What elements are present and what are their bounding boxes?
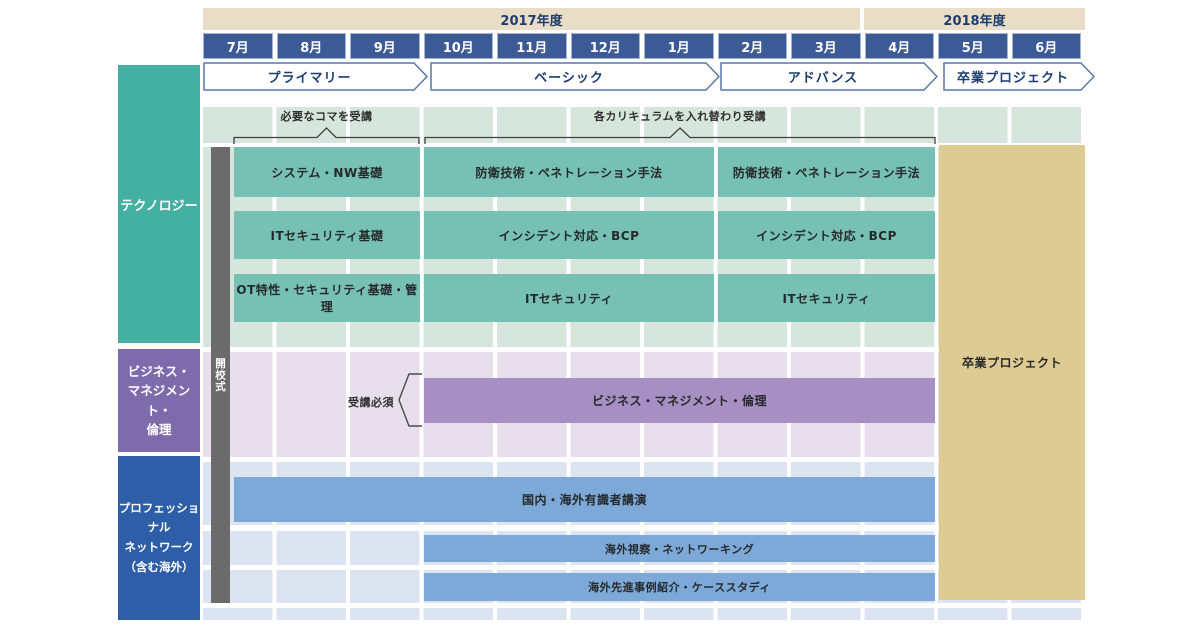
sidebar-technology: テクノロジー: [118, 65, 200, 343]
course-block: 海外先進事例紹介・ケーススタディ: [424, 573, 935, 601]
course-block: 防衛技術・ペネトレーション手法: [718, 147, 935, 197]
arrow-shape-icon: [203, 62, 428, 91]
course-block: 海外視察・ネットワーキング: [424, 535, 935, 562]
phase-label: ベーシック: [534, 71, 604, 86]
course-block: 防衛技術・ペネトレーション手法: [424, 147, 714, 197]
phase-label: プライマリー: [267, 71, 352, 86]
course-block: インシデント対応・BCP: [424, 211, 714, 259]
annotation-mandatory: 受講必須: [348, 396, 394, 409]
phase-arrow-graduation: 卒業プロジェクト: [943, 62, 1095, 91]
month-cell: 4月: [864, 33, 934, 59]
phase-arrow-primary: プライマリー: [203, 62, 428, 91]
annotation-required-slots: 必要なコマを受講: [280, 110, 373, 123]
phase-arrow-basic: ベーシック: [430, 62, 720, 91]
bracket-up-icon: [233, 127, 420, 144]
year-header-2017: 2017年度: [203, 8, 860, 30]
course-block: 国内・海外有識者講演: [234, 477, 935, 522]
course-block: ビジネス・マネジメント・倫理: [424, 378, 935, 423]
month-cell: 11月: [497, 33, 567, 59]
sidebar-business: ビジネス・ マネジメント・ 倫理: [118, 349, 200, 452]
course-block: ITセキュリティ基礎: [234, 211, 420, 259]
phase-arrow-advance: アドバンス: [720, 62, 938, 91]
month-cell: 3月: [791, 33, 861, 59]
month-cell: 9月: [350, 33, 420, 59]
arrow-shape-icon: [943, 62, 1095, 91]
curly-brace-icon: [398, 373, 422, 427]
opening-ceremony-bar: 開校式: [211, 147, 230, 603]
course-block: OT特性・セキュリティ基礎・管理: [234, 274, 420, 322]
course-block: ITセキュリティ: [424, 274, 714, 322]
course-block-label: 卒業プロジェクト: [961, 356, 1062, 370]
bracket-up-icon: [424, 127, 936, 144]
course-block: システム・NW基礎: [234, 147, 420, 197]
month-cell: 1月: [644, 33, 714, 59]
month-cell: 8月: [276, 33, 346, 59]
course-block-graduation-project: 卒業プロジェクト: [939, 145, 1085, 600]
opening-ceremony-label: 開校式: [214, 357, 226, 393]
month-cell: 7月: [203, 33, 273, 59]
annotation-rotation: 各カリキュラムを入れ替わり受講: [593, 110, 767, 123]
arrow-shape-icon: [720, 62, 938, 91]
section-bg-professional-row4: [203, 608, 1085, 620]
month-cell: 2月: [717, 33, 787, 59]
month-cell: 10月: [423, 33, 493, 59]
month-cell: 5月: [938, 33, 1008, 59]
course-block: インシデント対応・BCP: [718, 211, 935, 259]
phase-label: アドバンス: [787, 71, 859, 86]
sidebar-professional: プロフェッショナル ネットワーク （含む海外）: [118, 456, 200, 620]
phase-label: 卒業プロジェクト: [956, 71, 1069, 86]
course-block: ITセキュリティ: [718, 274, 935, 322]
year-header-2018: 2018年度: [864, 8, 1085, 30]
month-cell: 6月: [1011, 33, 1081, 59]
month-cell: 12月: [570, 33, 640, 59]
arrow-shape-icon: [430, 62, 720, 91]
